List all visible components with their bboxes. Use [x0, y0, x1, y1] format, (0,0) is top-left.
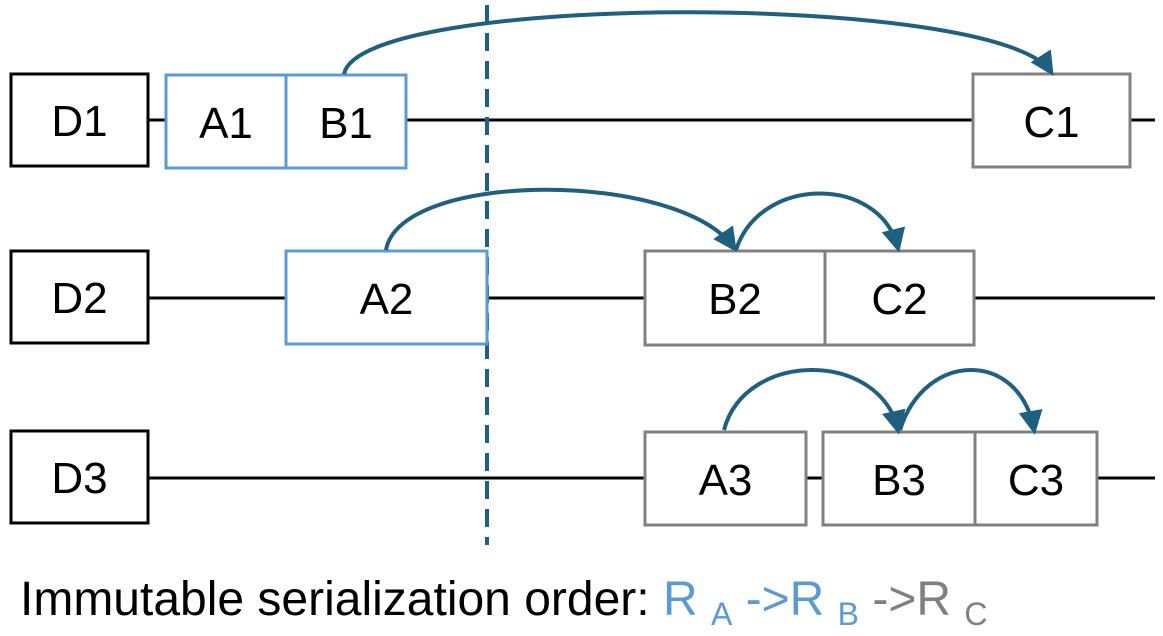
block-c1 [971, 72, 1132, 169]
row-d1: D1 A1 B1 C1 [9, 72, 1132, 170]
device-label-d3: D3 [51, 454, 107, 503]
row-d2: D2 A2 B2 C2 [9, 249, 976, 347]
block-label-c3: C3 [1008, 456, 1064, 505]
device-box-d3 [9, 429, 150, 525]
block-c3 [973, 430, 1099, 527]
caption-ra-sub: A [711, 596, 733, 632]
caption-rb-sub: B [838, 596, 859, 632]
block-label-b2: B2 [708, 275, 762, 324]
block-label-a1: A1 [199, 99, 253, 148]
caption: Immutable serialization order: R A ->R B… [20, 573, 988, 636]
block-label-a3: A3 [699, 456, 753, 505]
device-box-d1 [9, 72, 150, 168]
block-label-b1: B1 [319, 99, 373, 148]
block-b2 [643, 249, 827, 347]
row-d3: D3 A3 B3 C3 [9, 429, 1099, 527]
block-b1 [284, 73, 408, 170]
dependency-arrows [342, 10, 1054, 435]
caption-ra: R [663, 573, 698, 626]
block-label-a2: A2 [360, 275, 414, 324]
block-label-c1: C1 [1023, 98, 1079, 147]
caption-rc-sub: C [964, 596, 987, 632]
block-label-b3: B3 [872, 456, 926, 505]
block-a2 [284, 249, 489, 346]
arrow-b3-c3 [898, 368, 1043, 435]
device-label-d2: D2 [51, 274, 107, 323]
caption-prefix: Immutable serialization order: [20, 573, 663, 626]
arrow-b2-c2 [734, 191, 906, 253]
caption-rc: ->R [872, 573, 951, 626]
arrow-b1-c1 [342, 10, 1054, 77]
block-label-c2: C2 [871, 275, 927, 324]
arrow-a3-b3 [722, 368, 906, 435]
device-box-d2 [9, 249, 150, 345]
device-label-d1: D1 [51, 97, 107, 146]
block-a1 [164, 73, 288, 170]
arrow-a2-b2 [384, 187, 737, 252]
block-a3 [643, 430, 808, 527]
block-b3 [821, 430, 977, 527]
caption-rb: ->R [746, 573, 825, 626]
